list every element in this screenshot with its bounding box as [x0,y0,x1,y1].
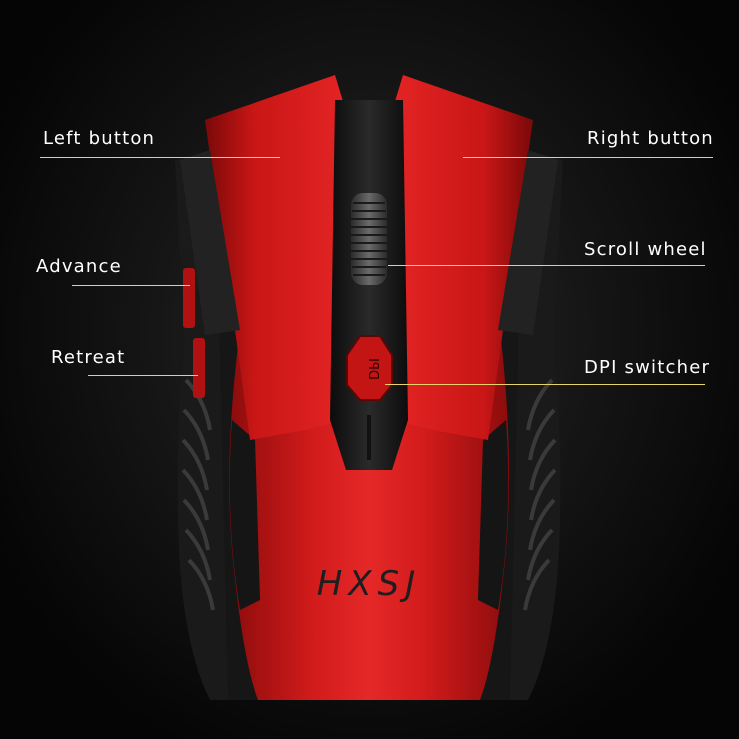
callout-retreat: Retreat [51,347,126,368]
left-grip-ribs [181,378,215,611]
callout-line-right-button [463,157,713,158]
advance-side-button [183,268,195,328]
callout-line-scroll-wheel [388,265,705,266]
dpi-button: DPI [346,335,393,401]
scroll-wheel [351,193,387,285]
callout-advance: Advance [36,256,122,277]
dpi-button-label: DPI [365,358,380,380]
callout-scroll-wheel: Scroll wheel [584,239,707,260]
retreat-side-button [193,338,205,398]
brand-logo: HXSJ [317,564,421,604]
callout-dpi-switcher: DPI switcher [584,357,711,378]
right-grip-ribs [523,378,557,611]
callout-line-dpi-switcher [385,384,705,385]
callout-right-button: Right button [587,128,714,149]
right-button-shell [393,75,533,440]
callout-line-retreat [88,375,198,376]
left-button-shell [205,75,345,440]
callout-left-button: Left button [43,128,156,149]
callout-line-advance [72,285,190,286]
callout-line-left-button [40,157,280,158]
